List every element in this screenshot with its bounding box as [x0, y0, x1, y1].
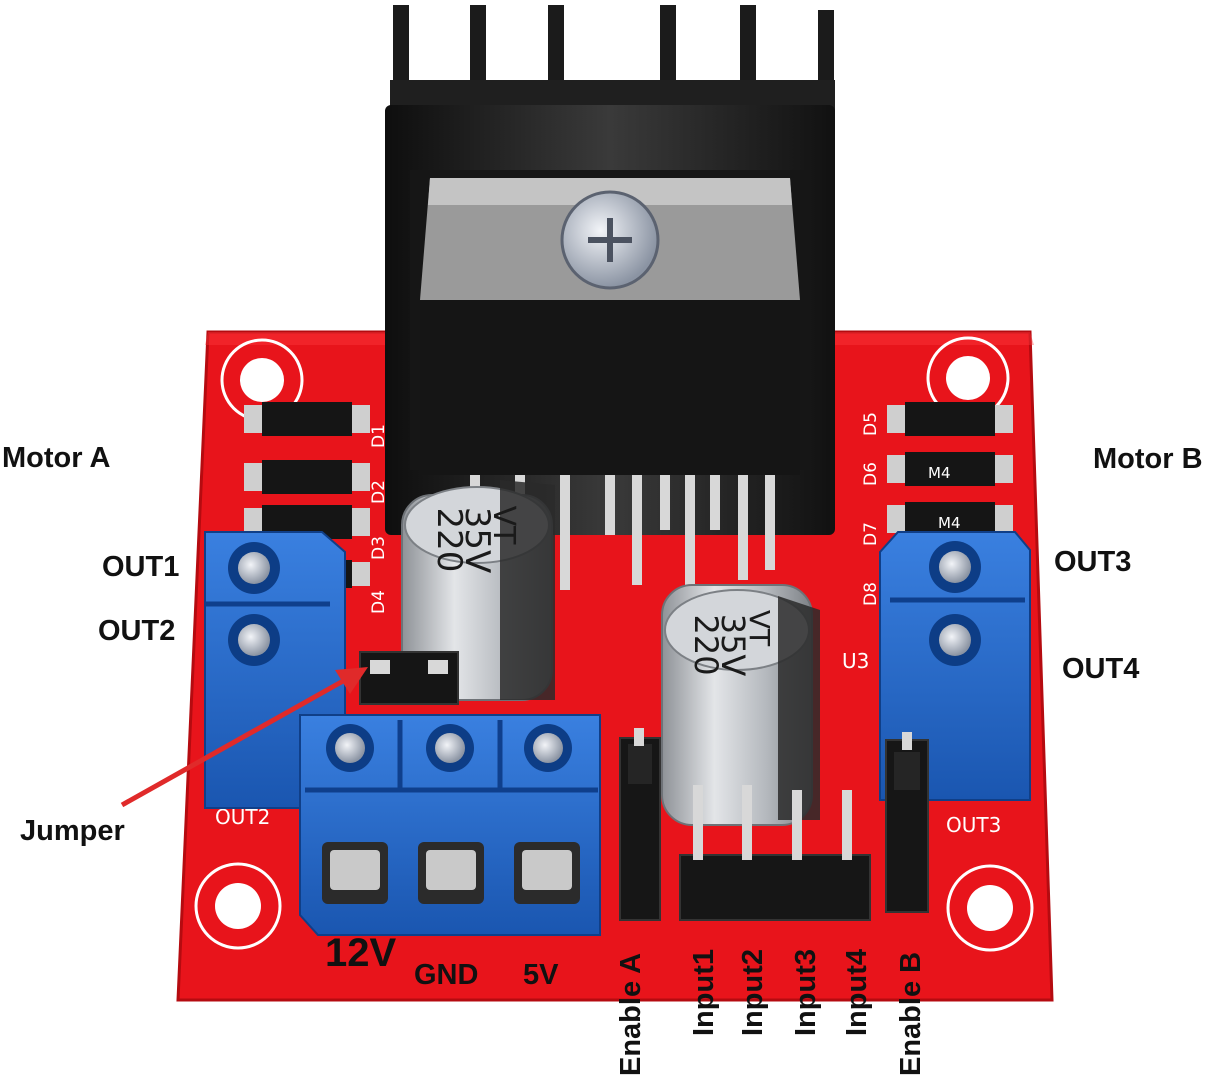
label-5v: 5V — [523, 959, 559, 991]
silk-d8: D8 — [861, 582, 881, 606]
label-out2: OUT2 — [98, 615, 175, 647]
label-enable-b: Enable B — [895, 952, 927, 1076]
silk-m4-a: M4 — [928, 464, 951, 482]
label-out3: OUT3 — [1054, 546, 1131, 578]
label-input1: Input1 — [688, 949, 720, 1036]
silk-d1: D1 — [369, 424, 389, 448]
heatsink — [385, 5, 835, 535]
cap-left-line1: 220 — [429, 508, 469, 573]
label-input2: Input2 — [737, 949, 769, 1036]
cap-right-line3: VT — [743, 610, 776, 647]
jumper-12v-regulator — [359, 651, 459, 705]
callout-labels: Motor A Motor B OUT1 OUT2 OUT3 OUT4 Jump… — [2, 442, 1203, 1076]
label-input3: Input3 — [790, 949, 822, 1036]
label-gnd: GND — [414, 959, 478, 991]
silk-d2: D2 — [369, 480, 389, 504]
silk-u3: U3 — [842, 649, 869, 673]
mounting-hole-bottom-left — [194, 862, 282, 950]
label-motor-b: Motor B — [1093, 443, 1203, 475]
capacitor-right: 220 35V VT — [661, 584, 820, 826]
label-input4: Input4 — [841, 949, 873, 1036]
silk-d3: D3 — [369, 536, 389, 560]
label-out1: OUT1 — [102, 551, 179, 583]
silk-d7: D7 — [861, 522, 881, 546]
label-enable-a: Enable A — [615, 953, 647, 1076]
terminal-block-power — [299, 714, 601, 936]
mounting-hole-bottom-right — [946, 864, 1034, 952]
label-out4: OUT4 — [1062, 653, 1139, 685]
jumper-arrow-icon — [120, 667, 368, 808]
terminal-block-motor-b — [879, 531, 1031, 801]
label-12v: 12V — [325, 931, 396, 975]
silk-m4-b: M4 — [938, 514, 961, 532]
silk-out3: OUT3 — [946, 813, 1001, 837]
silk-d5: D5 — [861, 412, 881, 436]
heatsink-screw-icon — [560, 190, 660, 290]
cap-left-line3: VT — [486, 506, 521, 546]
cap-left-line2: 35V — [457, 507, 497, 574]
input-header — [679, 785, 871, 921]
enable-b-jumper — [885, 732, 929, 913]
silk-d4: D4 — [369, 590, 389, 614]
cap-right-line2: 35V — [714, 614, 752, 677]
diodes-right — [887, 402, 1013, 536]
cap-right-line1: 220 — [687, 614, 725, 675]
silk-d6: D6 — [861, 462, 881, 486]
capacitor-left: 220 35V VT — [401, 480, 555, 701]
label-motor-a: Motor A — [2, 442, 111, 474]
label-jumper: Jumper — [20, 815, 125, 847]
enable-a-jumper — [619, 728, 661, 921]
